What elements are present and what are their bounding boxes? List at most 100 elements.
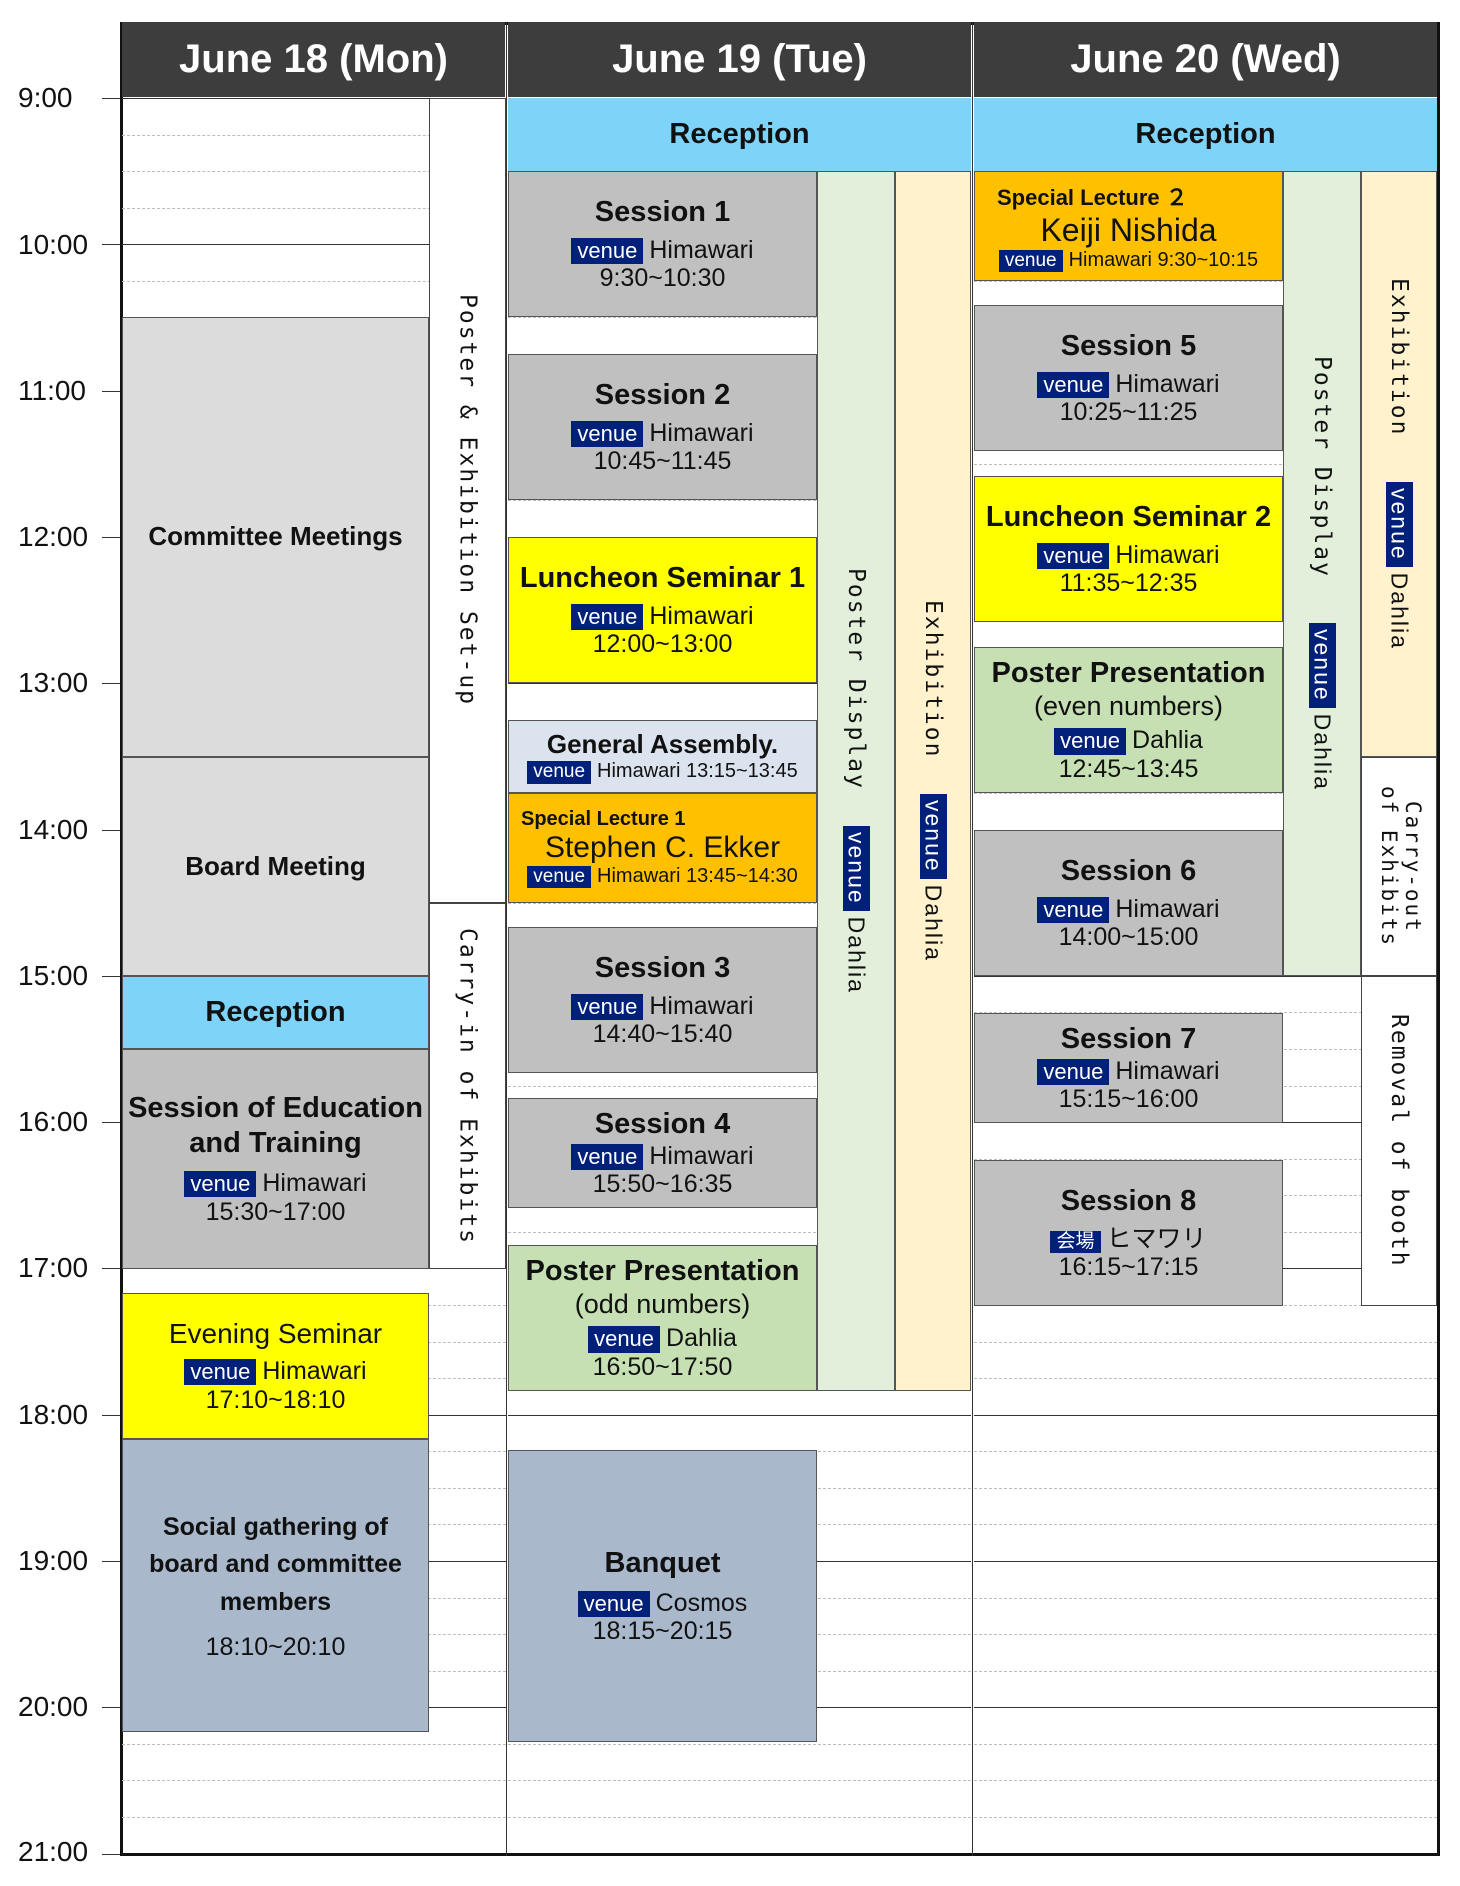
quarter-line [122,1743,506,1745]
session-7-title: Session 7 [1060,1022,1197,1055]
quarter-line [974,1524,1437,1526]
exhibition-tue: Exhibition venueDahlia [895,171,971,1391]
luncheon-seminar-1-title: Luncheon Seminar 1 [519,561,806,594]
exhibition-label: Exhibition [920,599,946,759]
session-1-title: Session 1 [594,195,731,228]
time-label: 11:00 [18,375,86,406]
hour-line [974,1561,1437,1562]
quarter-line [974,1670,1437,1672]
hour-line [122,244,506,246]
venue-tag: venue [1037,1058,1110,1086]
banquet-time: 18:15~20:15 [592,1617,733,1646]
venue-tag: venue [1037,542,1110,570]
quarter-line [122,171,506,173]
session-4-title: Session 4 [594,1107,731,1140]
hour-tick [102,390,120,392]
venue-tag: venue [1308,623,1336,709]
time-label: 10:00 [18,229,89,260]
hour-tick [102,975,120,977]
hour-tick [102,1707,120,1709]
quarter-line [974,1451,1437,1453]
poster-display-label: Poster Display [1309,355,1335,578]
session-2-title: Session 2 [594,378,731,411]
day-header-tue: June 19 (Tue) [508,22,971,97]
poster-presentation-even-title: Poster Presentation [991,657,1266,690]
quarter-line [974,1158,1437,1160]
reception-tue: Reception [508,98,971,171]
quarter-line [508,1780,971,1782]
time-label: 9:00 [18,82,73,113]
reception-label: Reception [205,996,346,1029]
carry-out-block: Carry-out of Exhibits [1361,757,1437,976]
quarter-line [508,1231,971,1233]
evening-seminar-time: 17:10~18:10 [205,1385,346,1414]
time-label: 19:00 [18,1545,89,1576]
venue-tag: venue [571,237,644,265]
poster-presentation-even-subtitle: (even numbers) [1033,691,1224,722]
venue-tag: venue [571,993,644,1021]
quarter-line [508,1817,971,1819]
quarter-line [508,1743,971,1745]
reception-label: Reception [669,118,810,151]
hour-tick [102,1122,120,1124]
quarter-line [122,207,506,209]
special-lecture-1-block: Special Lecture 1 Stephen C. Ekker venue… [508,793,817,903]
venue-tag: venue [184,1359,257,1386]
time-label: 13:00 [18,667,89,698]
poster-presentation-odd-title: Poster Presentation [525,1255,800,1288]
committee-meetings-title: Committee Meetings [148,521,403,552]
hour-tick [102,1561,120,1562]
general-assembly-title: General Assembly. [546,729,779,759]
banquet-title: Banquet [604,1546,721,1579]
venue-tag: venue [1385,482,1413,567]
venue-tag: venue [1037,371,1110,399]
quarter-line [508,902,971,904]
board-meeting-block: Board Meeting [122,757,429,976]
session-5-title: Session 5 [1060,329,1197,362]
reception-mon: Reception [122,976,429,1049]
special-lecture-2-speaker: Keiji Nishida [1040,211,1217,248]
quarter-line [974,1634,1437,1636]
session-7-time: 15:15~16:00 [1058,1085,1199,1114]
carry-in-block: Carry-in of Exhibits [429,903,506,1269]
hour-line [974,1707,1437,1709]
session-8-block: Session 8 会場ヒマワリ 16:15~17:15 [974,1160,1283,1306]
session-8-time: 16:15~17:15 [1058,1253,1199,1282]
quarter-line [508,500,971,502]
board-meeting-title: Board Meeting [185,850,366,881]
hour-tick [102,683,120,685]
session-6-time: 14:00~15:00 [1058,923,1199,952]
quarter-line [974,1597,1437,1599]
venue-tag: venue [842,825,870,911]
session-8-title: Session 8 [1060,1184,1197,1217]
quarter-line [974,1780,1437,1782]
luncheon-seminar-2-title: Luncheon Seminar 2 [985,500,1272,533]
poster-presentation-odd-time: 16:50~17:50 [592,1352,733,1381]
hour-tick [102,1414,120,1416]
hour-line [122,98,506,99]
special-lecture-2-label: Special Lecture ２ [997,184,1188,210]
time-label: 21:00 [18,1836,89,1867]
education-session-title: Session of Education and Training [128,1092,423,1160]
poster-presentation-even-time: 12:45~13:45 [1058,754,1199,783]
venue-tag: venue [577,1590,650,1618]
time-label: 16:00 [18,1106,89,1137]
exhibition-venue: venueDahlia [1385,476,1413,650]
exhibition-wed: Exhibition venueDahlia [1361,171,1437,757]
poster-display-wed: Poster Display venueDahlia [1283,171,1361,976]
carry-out-label: Carry-out of Exhibits [1377,785,1425,948]
venue-tag: venue [571,420,644,448]
